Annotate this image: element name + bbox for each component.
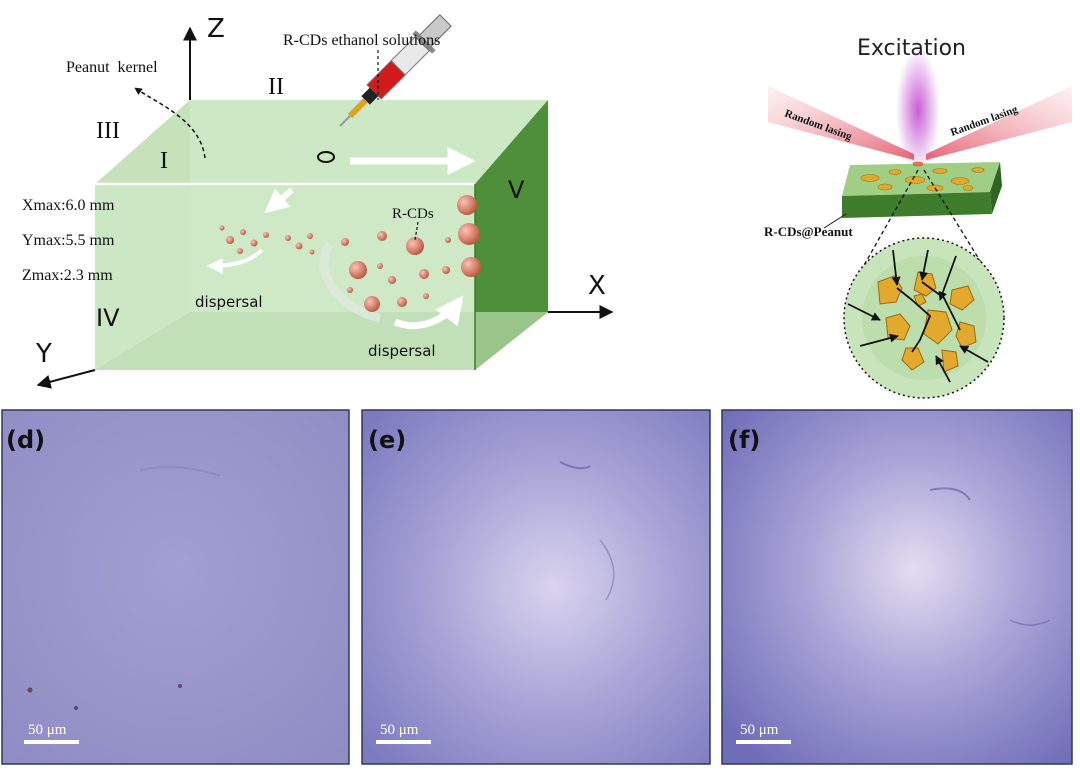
- injection-diagram: Z X Y I II III IV V Peanut kernel R-CDs …: [22, 14, 614, 389]
- z-axis-label: Z: [207, 14, 225, 44]
- sample-label: R-CDs@Peanut: [764, 224, 853, 239]
- rcds-leader-line: [414, 221, 419, 241]
- kernel-leader-line: [134, 87, 206, 159]
- sample-slab-side: [990, 162, 1002, 214]
- scale-bar-f: [736, 740, 791, 744]
- sample-slab-front: [842, 192, 992, 218]
- scale-bar-label-f: 50 μm: [740, 722, 779, 738]
- dispersal-arrow-left: [206, 248, 264, 274]
- dimension-z: Zmax:2.3 mm: [22, 267, 113, 284]
- solution-label: R-CDs ethanol solutions: [283, 32, 440, 49]
- panel-label-d: (d): [6, 426, 45, 454]
- laser-beam-left: [768, 86, 914, 160]
- panel-label-e: (e): [368, 426, 406, 454]
- box-side-face: [475, 100, 548, 370]
- scale-bar-d: [24, 740, 79, 744]
- lasing-diagram: Excitation Random lasing Random lasing R…: [764, 36, 1072, 399]
- syringe-icon: [339, 14, 452, 127]
- x-axis-label: X: [588, 271, 606, 301]
- zoom-line-right: [923, 169, 999, 291]
- rcd-particles: [219, 195, 481, 312]
- rcds-label: R-CDs: [392, 206, 434, 222]
- injection-point-icon: [317, 151, 335, 163]
- scatter-arrows: [847, 249, 989, 383]
- region-label-1: I: [160, 148, 168, 174]
- dispersal-label-left: dispersal: [195, 293, 263, 311]
- swirl-arrow: [319, 242, 382, 323]
- dimension-y: Ymax:5.5 mm: [22, 232, 115, 249]
- y-axis: [36, 369, 96, 389]
- micrograph-panel-f: (f) 50 μm: [721, 409, 1073, 765]
- excitation-beam: [896, 48, 940, 172]
- dimension-x: Xmax:6.0 mm: [22, 197, 115, 214]
- scale-bar-label-d: 50 μm: [28, 722, 67, 738]
- sample-leader-line: [823, 213, 847, 229]
- micrograph-panel-d: (d) 50 μm: [1, 409, 350, 765]
- peanut-kernel-label: Peanut kernel: [66, 59, 158, 76]
- region-label-4: IV: [96, 304, 120, 332]
- flow-arrow-down: [264, 187, 294, 214]
- dispersal-label-right: dispersal: [368, 342, 436, 360]
- scale-bar-e: [376, 740, 431, 744]
- panel-label-f: (f): [728, 426, 760, 454]
- region-label-2: II: [268, 74, 284, 100]
- scale-bar-label-e: 50 μm: [380, 722, 419, 738]
- box-bottom-face: [95, 312, 548, 370]
- region-label-5: V: [508, 176, 525, 204]
- dispersal-arrow-right: [393, 295, 464, 330]
- y-axis-label: Y: [35, 339, 52, 369]
- region-label-3: III: [96, 118, 120, 144]
- gold-particles-surface: [860, 161, 985, 192]
- micrograph-panel-e: (e) 50 μm: [361, 409, 711, 765]
- laser-beam-right: [926, 86, 1072, 160]
